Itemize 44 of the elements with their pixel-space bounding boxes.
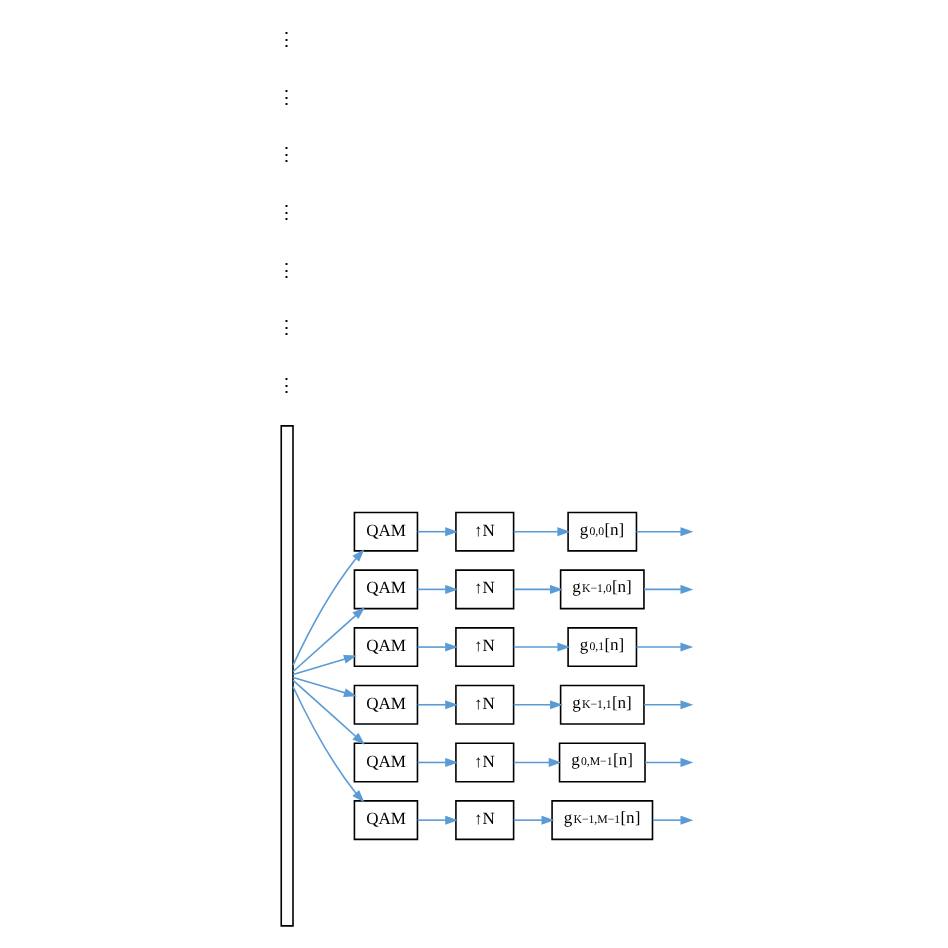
arrow [634, 642, 693, 652]
node-box: ↑N [454, 684, 514, 725]
node-box: QAM [352, 742, 418, 783]
arrow [642, 584, 693, 594]
node-box: ↑N [454, 627, 514, 668]
node-box: ↑N [454, 511, 514, 552]
node-box [279, 425, 293, 927]
arrow [291, 685, 364, 803]
arrow [511, 642, 570, 652]
arrow [511, 700, 562, 710]
arrow [415, 815, 458, 825]
arrow [511, 584, 562, 594]
arrow [291, 607, 364, 673]
arrow [651, 815, 693, 825]
arrow [415, 584, 458, 594]
label: ⋮ [276, 376, 297, 399]
node-box: ↑N [454, 569, 514, 610]
arrow [642, 700, 693, 710]
node-box: ↑N [454, 742, 514, 783]
node-box: QAM [352, 627, 418, 668]
label: ⋮ [276, 145, 297, 168]
node-box: ↑N [454, 800, 514, 841]
arrow [415, 700, 458, 710]
arrow [511, 815, 554, 825]
label: ⋮ [276, 87, 297, 110]
arrow [415, 757, 458, 767]
arrow [291, 654, 356, 676]
node-box: QAM [352, 800, 418, 841]
arrow [415, 527, 458, 537]
arrow [511, 757, 561, 767]
arrow [291, 679, 364, 745]
node-box: QAM [352, 569, 418, 610]
arrow [291, 676, 356, 697]
arrow [643, 757, 693, 767]
label: ⋮ [276, 203, 297, 226]
arrow [415, 642, 458, 652]
node-box: QAM [352, 684, 418, 725]
arrow [511, 527, 570, 537]
label: ⋮ [276, 318, 297, 341]
label: ⋮ [276, 30, 297, 53]
label: ⋮ [276, 260, 297, 283]
arrow [291, 549, 364, 666]
arrow [634, 527, 693, 537]
node-box: QAM [352, 511, 418, 552]
